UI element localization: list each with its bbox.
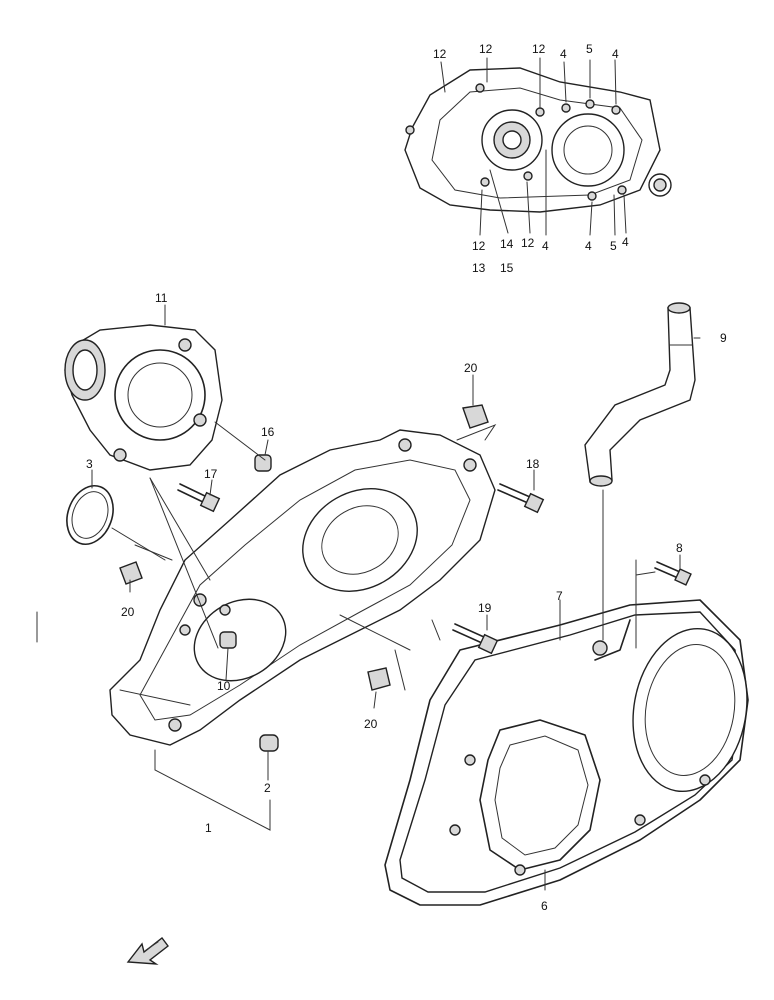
part-18-bolt [497, 483, 545, 514]
inset-callout-4-b: 4 [612, 47, 619, 61]
callout-17: 17 [204, 467, 218, 481]
callout-10: 10 [217, 679, 231, 693]
part-3-o-ring [66, 485, 114, 545]
part-20-grommet-top [462, 404, 489, 429]
part-9-hose [584, 302, 696, 487]
inset-cover-inner-view [404, 67, 672, 213]
callout-16: 16 [261, 425, 275, 439]
inset-callout-12-c: 12 [532, 42, 546, 56]
part-2-plug [259, 734, 279, 752]
inset-callout-13: 13 [472, 261, 486, 275]
callout-3: 3 [86, 457, 93, 471]
part-17-bolt [177, 483, 221, 513]
inset-callout-5-b: 5 [610, 239, 617, 253]
part-10-dowel [219, 631, 237, 649]
inset-callout-4-d: 4 [585, 239, 592, 253]
callout-11: 11 [155, 291, 168, 305]
front-direction-arrow-icon [126, 937, 169, 965]
callout-20-left: 20 [121, 605, 135, 619]
part-16-dowel [254, 454, 272, 472]
callout-7: 7 [556, 589, 563, 603]
inset-callout-4-c: 4 [542, 239, 549, 253]
callout-2: 2 [264, 781, 271, 795]
inset-callout-12-e: 12 [521, 236, 535, 250]
inset-callout-12-a: 12 [433, 47, 447, 61]
callout-labels: 1 2 3 6 7 8 9 10 11 16 17 18 19 20 20 20… [86, 42, 727, 913]
leader-lines [36, 57, 701, 891]
inset-callout-12-b: 12 [479, 42, 493, 56]
callout-8: 8 [676, 541, 683, 555]
callout-20-top: 20 [464, 361, 478, 375]
inset-callout-12-d: 12 [472, 239, 486, 253]
part-7-gasket [384, 599, 749, 906]
inset-callout-5-a: 5 [586, 42, 593, 56]
callout-9: 9 [720, 331, 727, 345]
part-20-grommet-left [119, 561, 143, 585]
inset-callout-4-e: 4 [622, 235, 629, 249]
part-11-pump-housing [64, 324, 223, 471]
callout-1: 1 [205, 821, 212, 835]
part-6-clutch-cover [399, 611, 748, 893]
part-1-crankcase-cover [109, 429, 496, 746]
part-8-bolt [654, 561, 692, 586]
inset-callout-15: 15 [500, 261, 514, 275]
callout-20-bottom: 20 [364, 717, 378, 731]
callout-6: 6 [541, 899, 548, 913]
callout-19: 19 [478, 601, 492, 615]
part-20-grommet-bottom [367, 667, 391, 691]
callout-18: 18 [526, 457, 540, 471]
inset-callout-4-a: 4 [560, 47, 567, 61]
part-19-bolt [452, 623, 499, 655]
inset-callout-14: 14 [500, 237, 514, 251]
